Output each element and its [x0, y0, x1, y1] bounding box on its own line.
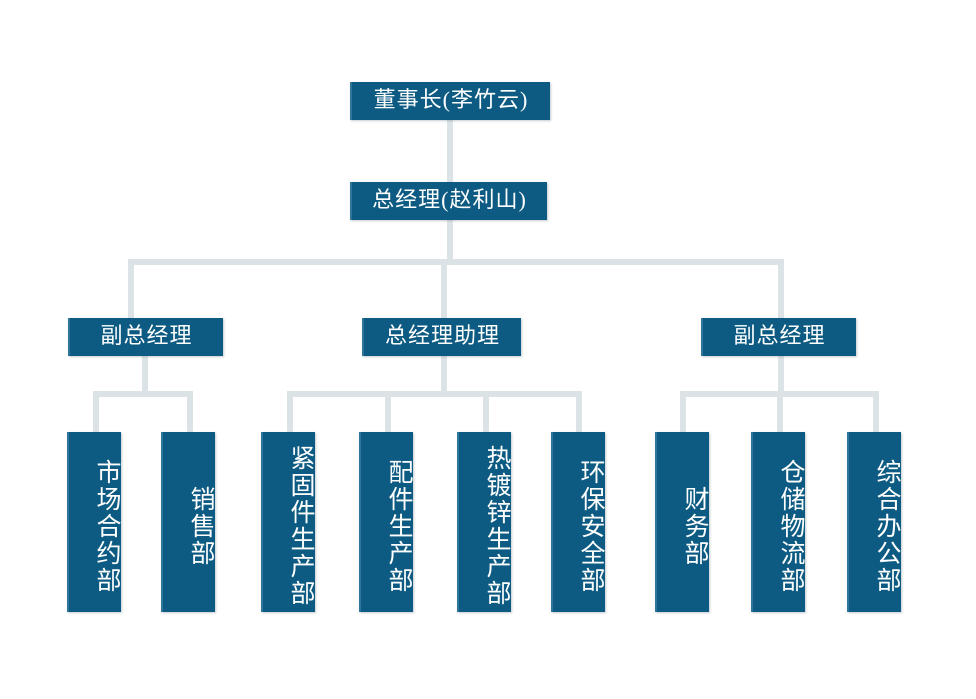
node-environmental-safety-dept[interactable]: 环保安全部 [551, 432, 605, 612]
node-general-office-dept[interactable]: 综合办公部 [847, 432, 901, 612]
connector-drop-fastener-production [287, 391, 293, 432]
connector-drop-galvanizing-production [483, 391, 489, 432]
connector-middle-group-stem [441, 356, 447, 394]
node-deputy-general-manager-left[interactable]: 副总经理 [68, 318, 223, 356]
connector-level3-bus [128, 259, 784, 265]
connector-drop-deputy-gm-right [778, 259, 784, 318]
connector-chairman-to-gm [447, 120, 453, 184]
connector-drop-finance [680, 391, 686, 432]
node-deputy-general-manager-right[interactable]: 副总经理 [701, 318, 856, 356]
connector-drop-parts-production [385, 391, 391, 432]
node-finance-dept[interactable]: 财务部 [655, 432, 709, 612]
node-chairman[interactable]: 董事长(李竹云) [350, 82, 550, 120]
node-market-contract-dept[interactable]: 市场合约部 [67, 432, 121, 612]
connector-right-group-stem [778, 356, 784, 394]
connector-drop-sales [187, 391, 193, 432]
node-fastener-production-dept[interactable]: 紧固件生产部 [261, 432, 315, 612]
node-warehouse-logistics-dept[interactable]: 仓储物流部 [751, 432, 805, 612]
connector-drop-general-office [873, 391, 879, 432]
node-sales-dept[interactable]: 销售部 [161, 432, 215, 612]
connector-gm-stem [447, 220, 453, 265]
connector-left-group-bus [93, 391, 193, 397]
node-general-manager-assistant[interactable]: 总经理助理 [362, 318, 521, 356]
node-general-manager[interactable]: 总经理(赵利山) [350, 182, 547, 220]
connector-drop-env-safety [576, 391, 582, 432]
connector-drop-warehouse-logistics [777, 391, 783, 432]
connector-drop-market-contract [93, 391, 99, 432]
node-hot-dip-galvanizing-production-dept[interactable]: 热镀锌生产部 [457, 432, 511, 612]
connector-left-group-stem [142, 356, 148, 394]
connector-middle-group-bus [287, 391, 582, 397]
connector-drop-deputy-gm-left [128, 259, 134, 318]
connector-drop-gm-assistant [441, 259, 447, 318]
node-parts-production-dept[interactable]: 配件生产部 [359, 432, 413, 612]
